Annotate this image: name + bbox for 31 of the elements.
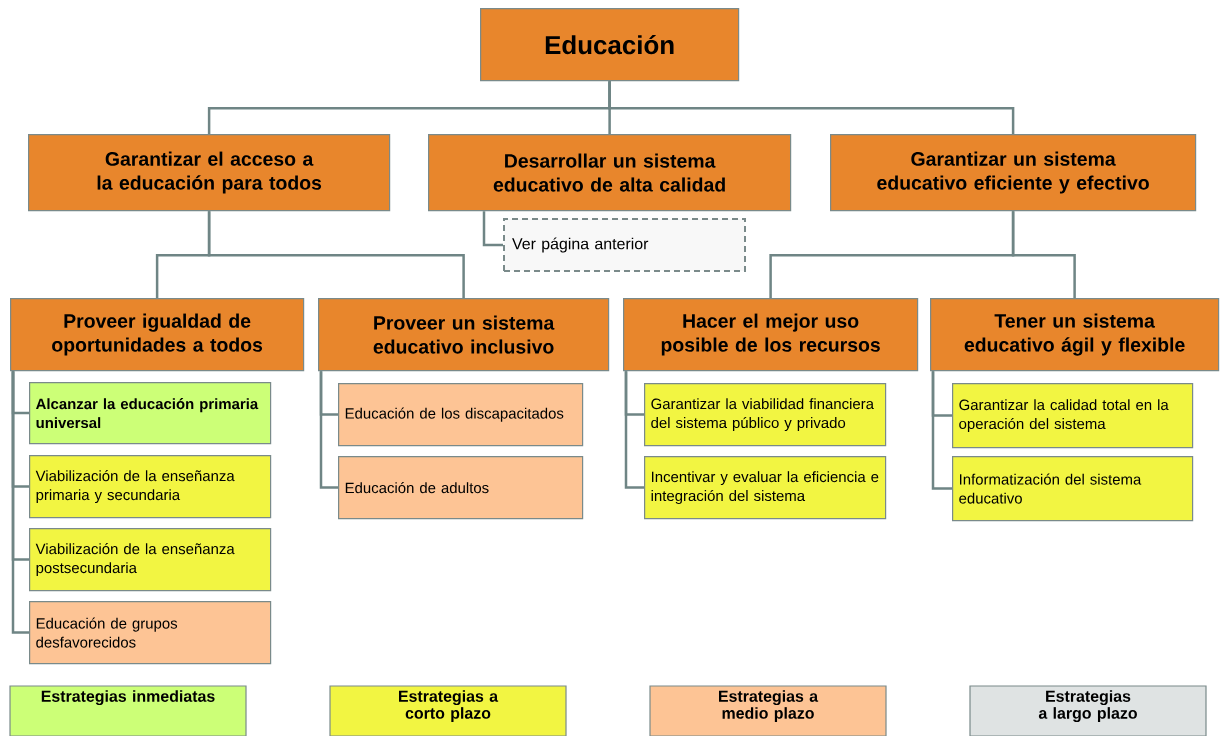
objective-box: Garantizar el acceso a la educación para todos <box>28 134 391 212</box>
title-box: Educación <box>480 8 740 82</box>
objective-box: Tener un sistema educativo ágil y flexible <box>930 298 1220 372</box>
strategy-box: Educación de adultos <box>338 456 584 520</box>
strategy-box: Garantizar la viabilidad financiera del sistema público y privado <box>644 383 887 447</box>
connector-line <box>11 371 29 634</box>
legend-item: Estrategias inmediatas <box>9 685 247 736</box>
objective-box: Desarrollar un sistema educativo de alta calidad <box>428 134 792 212</box>
connector-line <box>482 211 503 247</box>
legend-item: Estrategias a largo plazo <box>969 685 1207 736</box>
strategy-box: Viabilización de la enseñanza primaria y secundaria <box>29 455 272 519</box>
objective-box: Proveer un sistema educativo inclusivo <box>318 298 610 372</box>
strategy-box: Informatización del sistema educativo <box>952 456 1194 522</box>
strategy-box: Garantizar la calidad total en la operación del sistema <box>952 383 1194 449</box>
objective-box: Garantizar un sistema educativo eficiente y efectivo <box>830 134 1197 212</box>
legend-item: Estrategias a corto plazo <box>329 685 567 736</box>
objective-box: Proveer igualdad de oportunidades a todos <box>10 298 305 372</box>
strategy-box: Incentivar y evaluar la eficiencia e integración del sistema <box>644 456 887 520</box>
strategy-box: Educación de los discapacitados <box>338 383 584 447</box>
strategy-box: Alcanzar la educación primaria universal <box>29 382 272 445</box>
connector-line <box>608 81 1015 134</box>
strategy-box: Viabilización de la enseñanza postsecundaria <box>29 528 272 592</box>
objective-box: Hacer el mejor uso posible de los recursos <box>623 298 919 372</box>
note-box: Ver página anterior <box>503 218 746 272</box>
connector-line <box>931 371 952 490</box>
connector-line <box>624 371 644 489</box>
connector-line <box>207 211 465 298</box>
legend-item: Estrategias a medio plazo <box>649 685 887 736</box>
strategy-box: Educación de grupos desfavorecidos <box>29 601 272 665</box>
connector-line <box>1011 211 1076 298</box>
connector-line <box>319 371 338 489</box>
